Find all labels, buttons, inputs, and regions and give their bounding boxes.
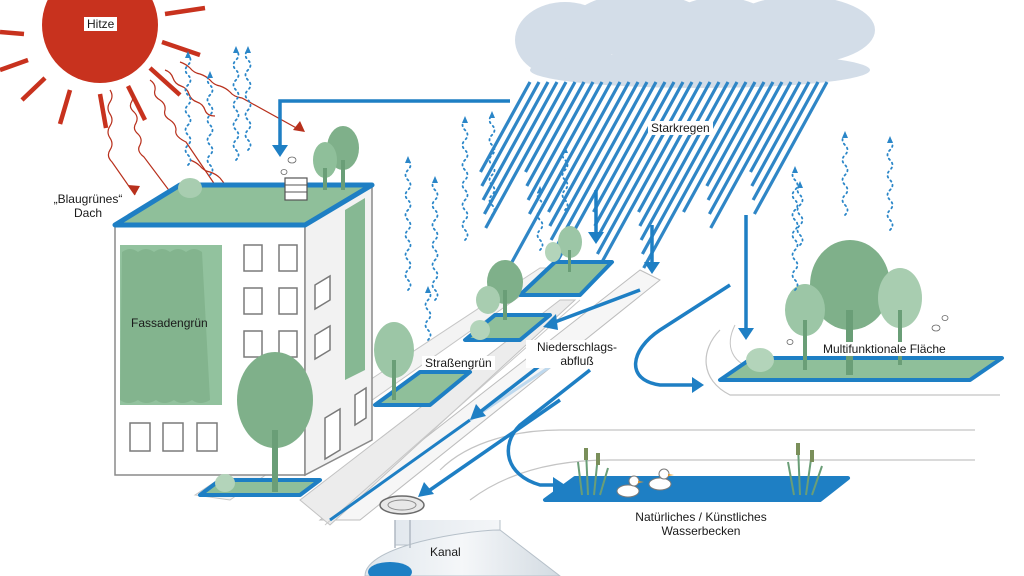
evaporation-arrowhead (489, 111, 495, 118)
heavy-rain (479, 81, 829, 269)
label-street-green: Straßengrün (422, 356, 495, 370)
evaporation-arrowhead (207, 71, 213, 78)
evaporation-arrow (206, 74, 214, 176)
rain-streak (547, 81, 622, 213)
rain-streak (707, 81, 784, 215)
road-network (193, 267, 1000, 526)
label-heavy-rain: Starkregen (648, 121, 713, 135)
sewer-pipe (364, 495, 561, 576)
evaporation-arrowhead (405, 156, 411, 163)
label-water-basin-line2: Wasserbecken (661, 524, 741, 538)
rain-streak (593, 81, 676, 227)
label-runoff-line1: Niederschlags- (536, 340, 618, 354)
rain-streak (507, 81, 613, 269)
rain-streak (595, 81, 694, 255)
runoff-arrowheads (272, 145, 754, 497)
rain-streak (682, 81, 757, 213)
rain-streak (549, 81, 640, 241)
rain-streak (480, 81, 541, 187)
evaporation-arrowhead (537, 186, 543, 193)
rain-streak (639, 81, 730, 241)
evaporation-arrow (461, 119, 469, 241)
rain-streak (525, 81, 586, 187)
evaporation-arrowhead (562, 146, 568, 153)
evaporation-arrowhead (797, 181, 803, 188)
rain-streak (484, 81, 568, 229)
evaporation-arrow (424, 289, 432, 341)
label-multifunctional-area: Multifunktionale Fläche (820, 342, 949, 356)
trees (178, 126, 922, 498)
evaporation-arrow (886, 139, 894, 231)
rain-streak (709, 81, 793, 229)
evaporation-arrowheads (185, 46, 893, 293)
label-sewer: Kanal (430, 545, 461, 559)
label-blue-green-roof: „Blaugrünes“ Dach (46, 192, 130, 220)
evaporation-arrowhead (792, 166, 798, 173)
evaporation-arrow (841, 134, 849, 216)
label-blue-green-roof-line2: Dach (73, 206, 102, 220)
rain-streak (482, 81, 559, 215)
evaporation-arrowhead (887, 136, 893, 143)
planters (198, 260, 1004, 502)
rain-streak (751, 81, 820, 201)
evaporation-arrow (232, 49, 240, 161)
evaporation-arrow (431, 179, 439, 301)
bees (280, 156, 949, 345)
rain-streak (526, 81, 595, 201)
evaporation-arrowhead (245, 46, 251, 53)
label-facade-green: Fassadengrün (131, 316, 208, 330)
evaporation-arrows (184, 49, 894, 341)
evaporation-arrowhead (185, 51, 191, 58)
rain-streak (479, 81, 532, 173)
rain-streak (706, 81, 775, 201)
rain-streak (752, 81, 829, 215)
rain-streak (750, 81, 811, 187)
evaporation-arrow (561, 149, 569, 211)
rain-streak (548, 81, 631, 227)
evaporation-arrowhead (425, 286, 431, 293)
evaporation-arrow (244, 49, 252, 151)
rain-streak (638, 81, 721, 227)
rain-streak (550, 81, 649, 255)
evaporation-arrowhead (462, 116, 468, 123)
label-runoff: Niederschlags- abfluß (526, 340, 628, 368)
label-runoff-line2: abfluß (560, 354, 594, 368)
cloud (515, 0, 875, 88)
rain-streak (481, 81, 550, 201)
label-heat: Hitze (84, 17, 118, 31)
evaporation-arrow (791, 169, 799, 291)
label-water-basin: Natürliches / Künstliches Wasserbecken (626, 510, 776, 538)
rain-streak (637, 81, 712, 213)
evaporation-arrow (184, 54, 192, 166)
evaporation-arrow (488, 114, 496, 216)
label-blue-green-roof-line1: „Blaugrünes“ (53, 192, 123, 206)
rain-streak (594, 81, 685, 241)
evaporation-arrow (404, 159, 412, 291)
rain-streak (597, 81, 703, 269)
rain-streak (642, 81, 748, 269)
evaporation-arrowhead (432, 176, 438, 183)
rain-streak (705, 81, 766, 187)
evaporation-arrowhead (233, 46, 239, 53)
heat-rays (107, 61, 301, 211)
rain-streak (592, 81, 667, 213)
evaporation-arrowhead (842, 131, 848, 138)
evaporation-arrow (796, 184, 804, 246)
rain-streak (749, 81, 802, 173)
sun (0, 0, 206, 129)
rain-streak (640, 81, 739, 255)
evaporation-arrow (536, 189, 544, 251)
rain-streak (524, 81, 577, 173)
label-water-basin-line1: Natürliches / Künstliches (635, 510, 767, 524)
